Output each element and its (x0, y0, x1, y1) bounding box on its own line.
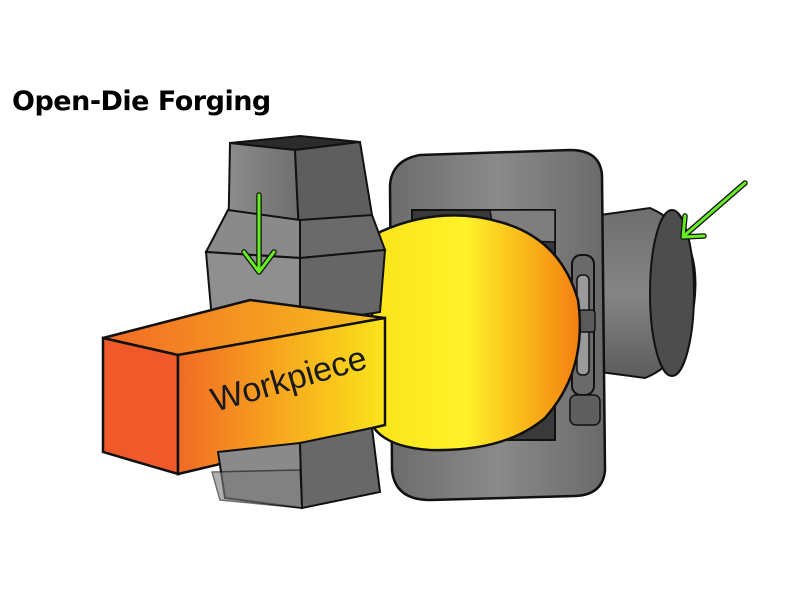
heated-bulge (372, 215, 580, 450)
diagonal-arrow-icon (683, 183, 745, 237)
upper-die (206, 136, 385, 325)
